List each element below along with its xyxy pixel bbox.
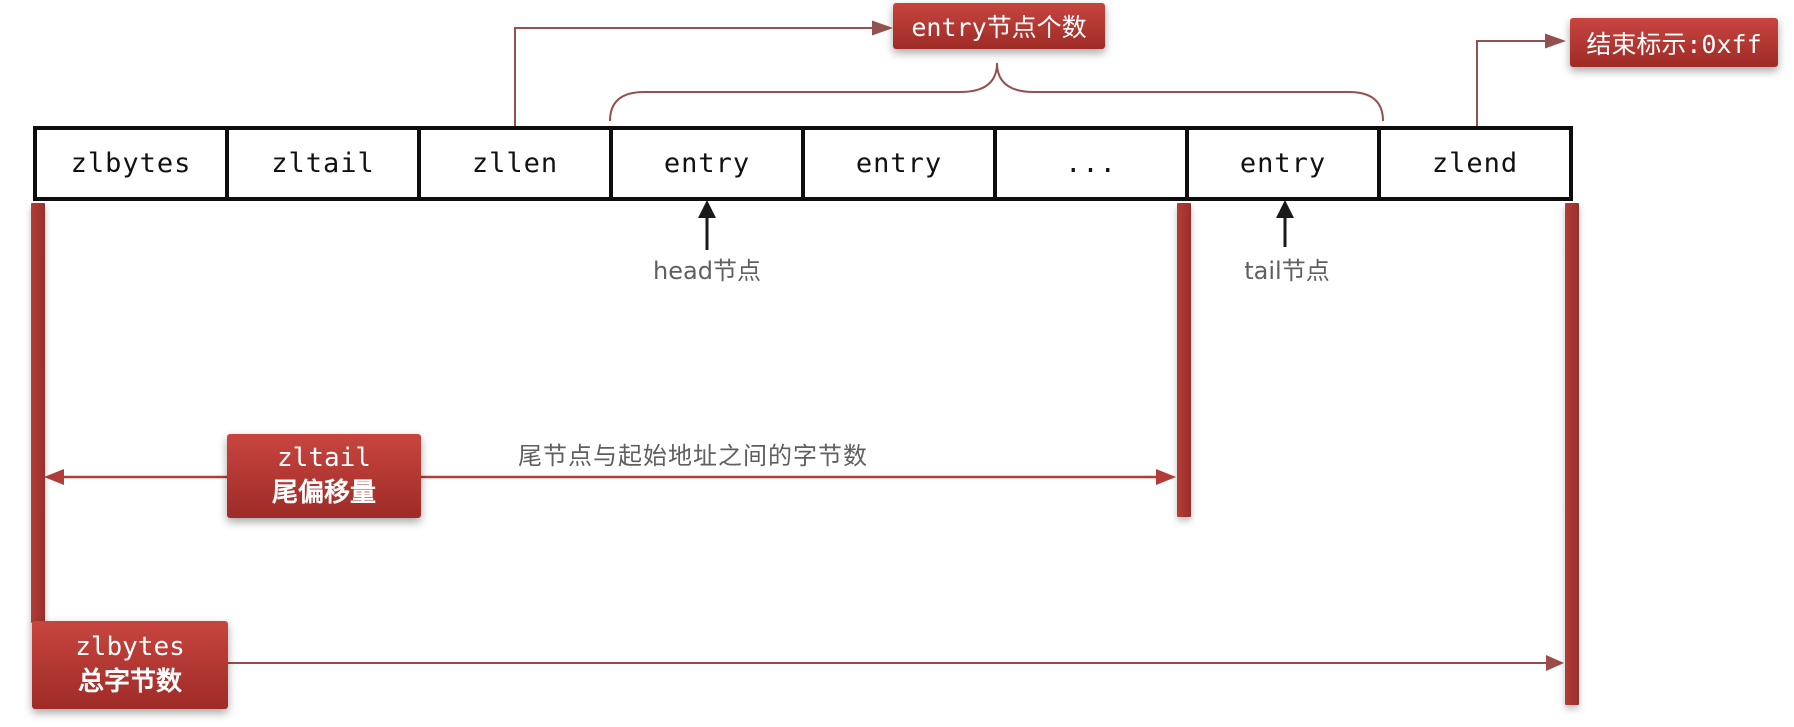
zltail-offset-label: zltail 尾偏移量 bbox=[227, 434, 421, 518]
cell-entry-2: entry bbox=[805, 130, 997, 197]
zlbytes-total-label-line1: zlbytes bbox=[75, 631, 185, 662]
cell-zltail: zltail bbox=[229, 130, 421, 197]
entry-count-arrowhead-icon bbox=[872, 20, 893, 36]
cell-entry-tail: entry bbox=[1189, 130, 1381, 197]
zlbytes-total-label-line2: 总字节数 bbox=[77, 667, 182, 697]
tail-entry-bar bbox=[1177, 203, 1191, 517]
tail-node-label: tail节点 bbox=[1244, 257, 1330, 285]
end-address-bar bbox=[1565, 203, 1579, 705]
zlend-to-end-marker-connector bbox=[1476, 40, 1545, 127]
zltail-offset-right-arrowhead-icon bbox=[1156, 469, 1176, 485]
head-node-arrowhead-icon bbox=[698, 200, 716, 218]
tail-offset-description: 尾节点与起始地址之间的字节数 bbox=[518, 442, 868, 470]
entries-brace-icon bbox=[609, 62, 1384, 122]
ziplist-row: zlbytes zltail zllen entry entry ... ent… bbox=[33, 126, 1573, 201]
cell-ellipsis: ... bbox=[997, 130, 1189, 197]
zlbytes-total-arrowhead-icon bbox=[1546, 655, 1564, 671]
cell-zllen: zllen bbox=[421, 130, 613, 197]
end-marker-label: 结束标示:0xff bbox=[1570, 18, 1778, 67]
zlbytes-total-label: zlbytes 总字节数 bbox=[32, 621, 228, 709]
cell-zlbytes: zlbytes bbox=[37, 130, 229, 197]
cell-zlend: zlend bbox=[1431, 148, 1519, 179]
zllen-to-entry-count-connector bbox=[514, 27, 872, 126]
head-node-label: head节点 bbox=[653, 257, 761, 285]
zltail-offset-left-arrowhead-icon bbox=[44, 469, 64, 485]
cell-entry-head: entry bbox=[613, 130, 805, 197]
zltail-offset-label-line2: 尾偏移量 bbox=[271, 478, 376, 508]
zltail-offset-label-line1: zltail bbox=[277, 442, 371, 473]
entry-count-label: entry节点个数 bbox=[893, 3, 1105, 49]
end-marker-arrowhead-icon bbox=[1545, 33, 1566, 49]
start-address-bar bbox=[31, 203, 45, 623]
tail-node-arrowhead-icon bbox=[1276, 200, 1294, 218]
